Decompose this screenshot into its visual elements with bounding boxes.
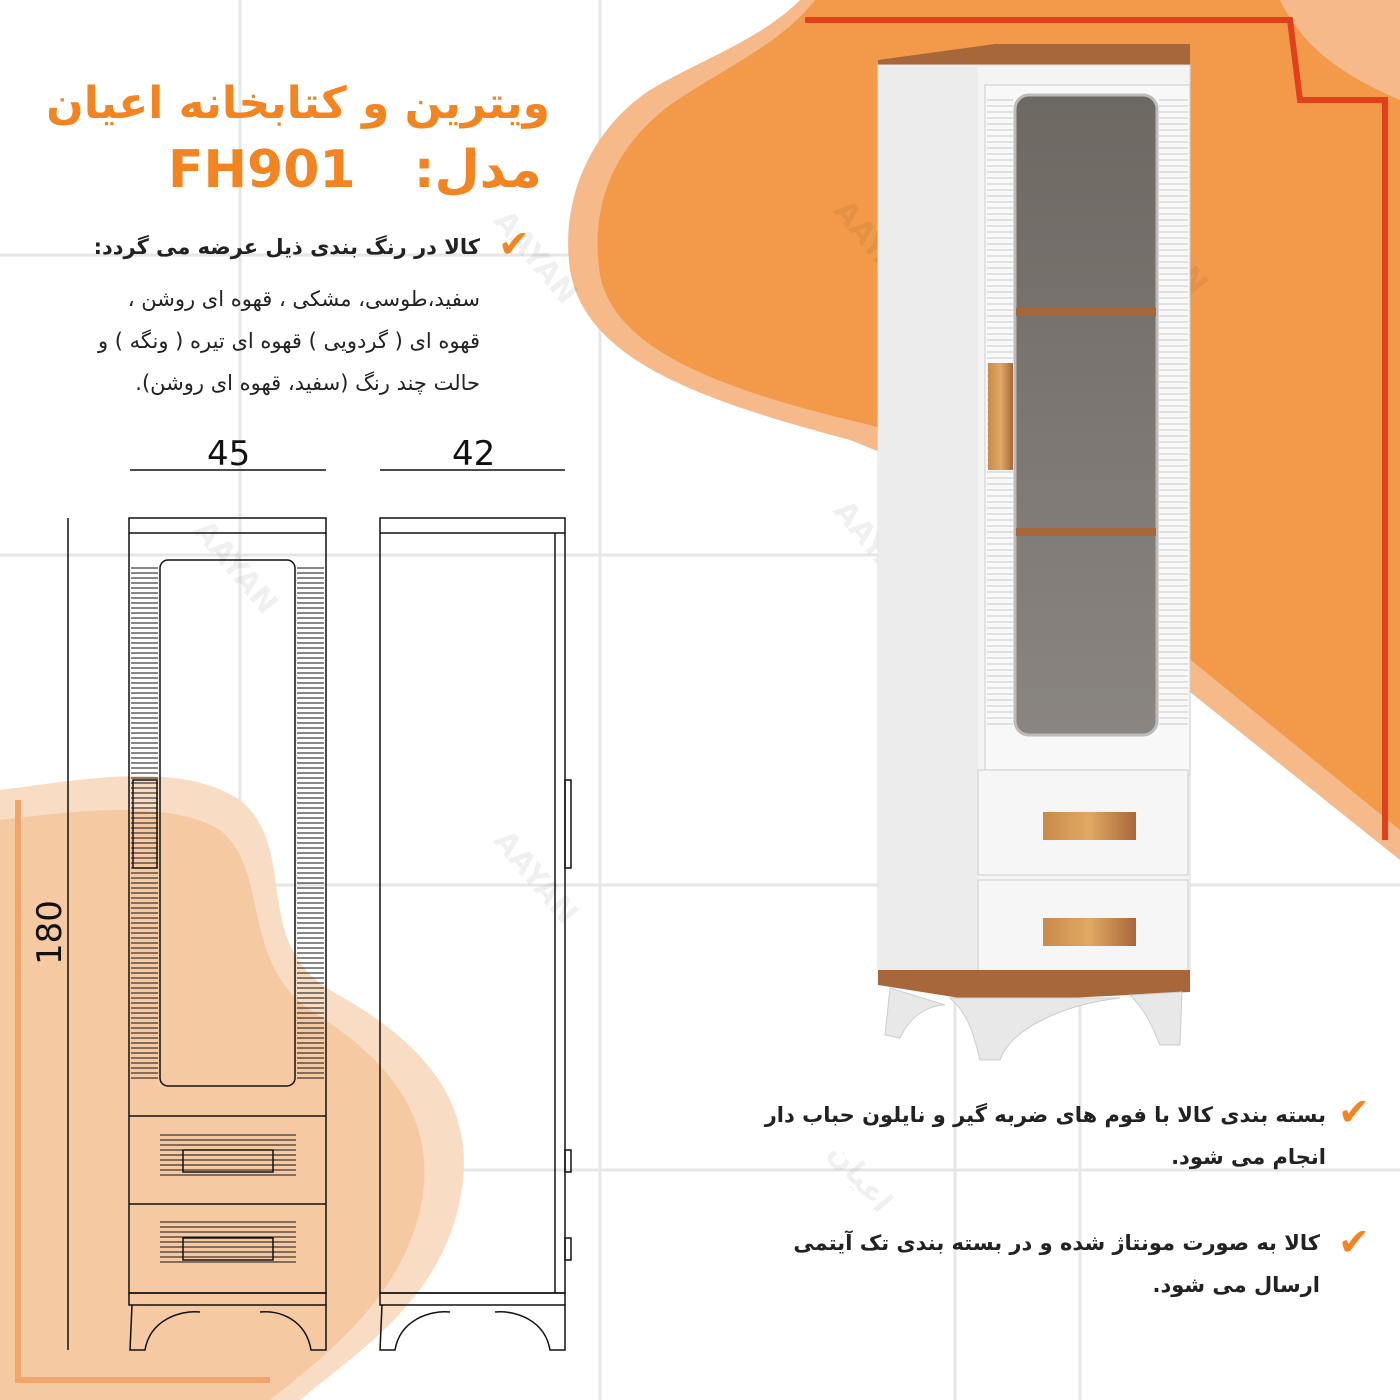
page-title: ویترین و کتابخانه اعیان <box>46 78 550 129</box>
packaging-note: بسته بندی کالا با فوم های ضربه گیر و نای… <box>666 1094 1326 1178</box>
width-dimension: 45 <box>207 434 251 474</box>
note-line: بسته بندی کالا با فوم های ضربه گیر و نای… <box>764 1103 1326 1127</box>
note-line: ارسال می شود. <box>1152 1273 1321 1297</box>
technical-drawing <box>67 469 572 1351</box>
assembly-note: کالا به صورت مونتاژ شده و در بسته بندی ت… <box>660 1222 1320 1306</box>
note-line: انجام می شود. <box>1171 1145 1326 1169</box>
colors-list: سفید،طوسی، مشکی ، قهوه ای روشن ، قهوه ای… <box>40 278 480 404</box>
check-icon: ✔ <box>1338 1220 1370 1264</box>
depth-dimension: 42 <box>452 434 496 474</box>
model-code: FH901 <box>168 140 356 200</box>
note-line: کالا به صورت مونتاژ شده و در بسته بندی ت… <box>793 1231 1320 1255</box>
colors-line: حالت چند رنگ (سفید، قهوه ای روشن). <box>135 371 480 395</box>
cabinet-product-image <box>877 44 1191 1061</box>
colors-line: قهوه ای ( گردویی ) قهوه ای تیره ( ونگه )… <box>97 329 480 353</box>
colors-line: سفید،طوسی، مشکی ، قهوه ای روشن ، <box>127 287 480 311</box>
check-icon: ✔ <box>498 222 530 266</box>
model-line: FH901 مدل: <box>168 140 542 200</box>
check-icon: ✔ <box>1338 1090 1370 1134</box>
colors-heading: کالا در رنگ بندی ذیل عرضه می گردد: <box>93 235 480 259</box>
model-label: مدل: <box>413 140 542 200</box>
